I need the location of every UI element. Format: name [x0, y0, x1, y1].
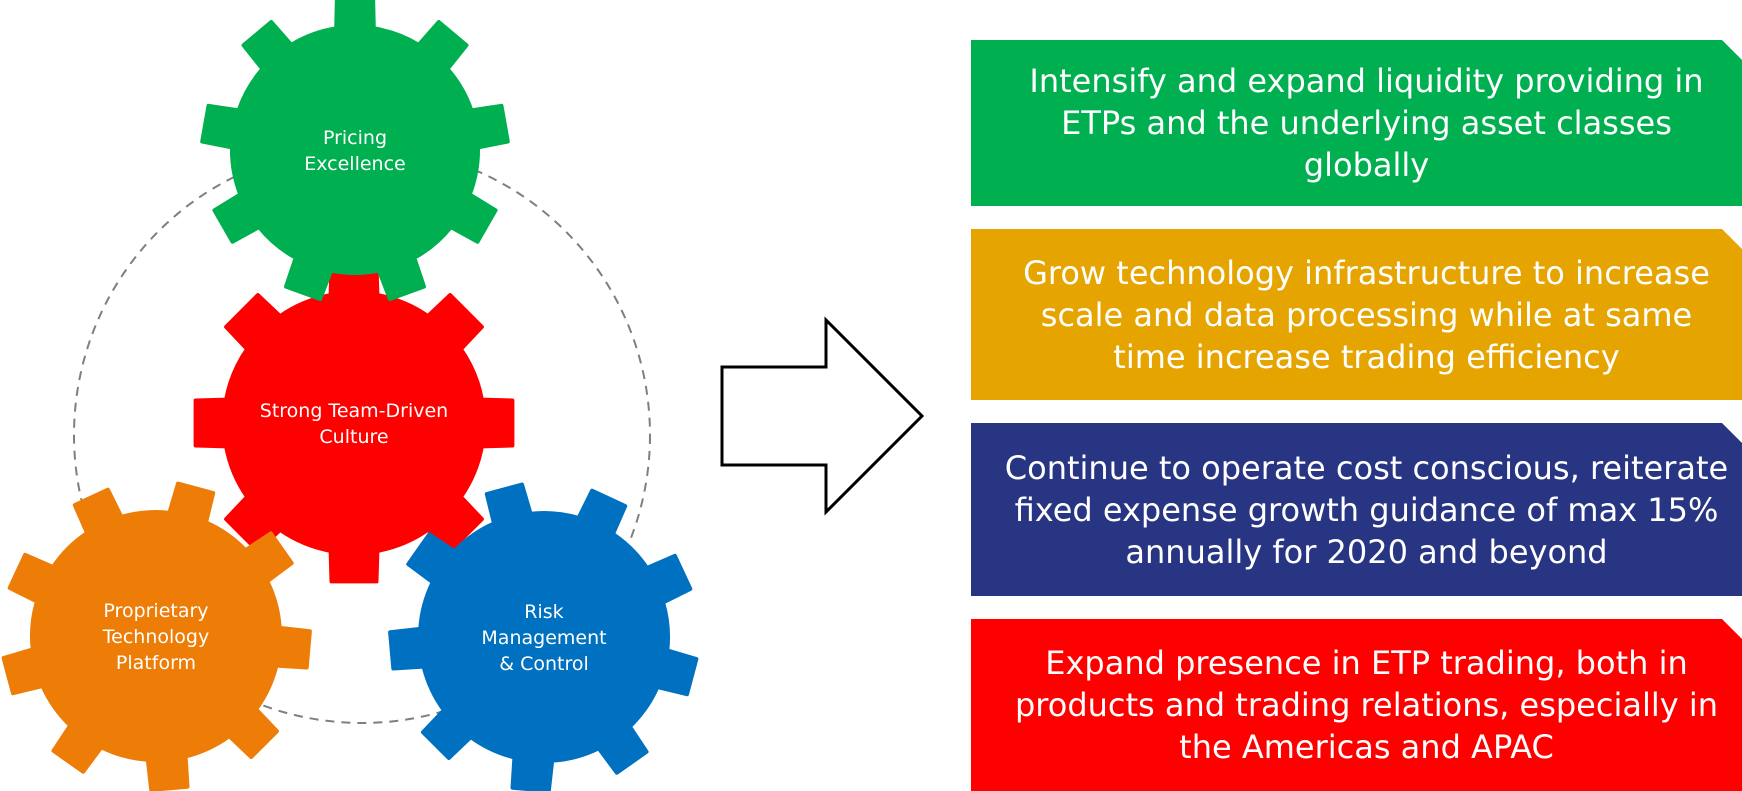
- strategy-banner: Intensify and expand liquidity providing…: [971, 40, 1742, 206]
- gear-icon: [200, 0, 510, 301]
- gear-icon: [1, 481, 312, 791]
- gear-label-risk-line: & Control: [499, 653, 589, 675]
- strategy-text: Grow technology infrastructure to increa…: [1023, 253, 1710, 376]
- strategy-banner: Expand presence in ETP trading, both in …: [971, 619, 1742, 791]
- gear-label-pricing-line: Excellence: [304, 153, 405, 175]
- right-arrow-icon: [720, 316, 925, 516]
- gear-label-technology-line: Proprietary: [103, 600, 208, 622]
- gear-icon: [388, 482, 699, 791]
- gear-label-risk-line: Risk: [524, 601, 563, 623]
- strategy-banner: Grow technology infrastructure to increa…: [971, 229, 1742, 400]
- strategy-text: Expand presence in ETP trading, both in …: [1014, 644, 1719, 766]
- gear-icon: [193, 262, 515, 584]
- gear-label-risk-line: Management: [481, 627, 606, 649]
- gear-label-technology-line: Platform: [116, 652, 196, 674]
- strategy-text: Continue to operate cost conscious, reit…: [1004, 448, 1729, 571]
- strategy-banner: Continue to operate cost conscious, reit…: [971, 423, 1742, 596]
- strategy-text: Intensify and expand liquidity providing…: [1029, 62, 1704, 184]
- gear-label-culture-line: Culture: [319, 426, 388, 448]
- gear-label-pricing-line: Pricing: [323, 127, 387, 149]
- gear-label-culture-line: Strong Team-Driven: [260, 400, 448, 422]
- dashed-ring: [73, 146, 651, 724]
- gear-label-technology-line: Technology: [102, 626, 209, 648]
